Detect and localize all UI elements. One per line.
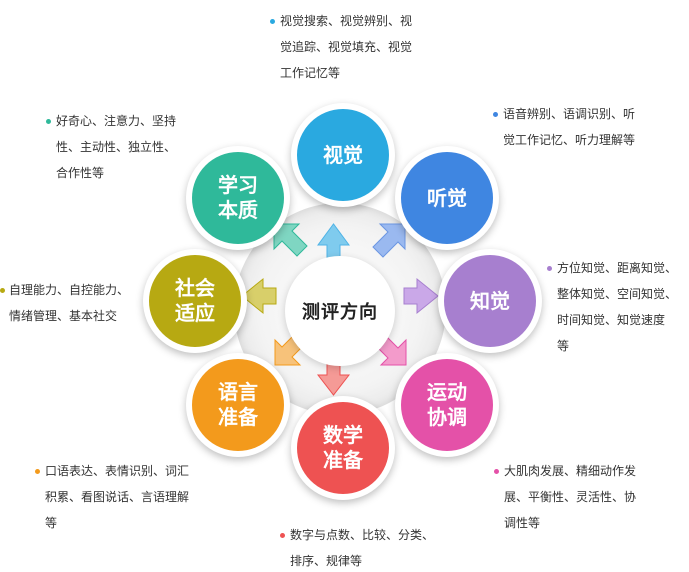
node-language-disk: 语言 准备 (192, 359, 284, 451)
node-perception-disk: 知觉 (444, 255, 536, 347)
node-hearing: 听觉 (395, 146, 499, 250)
desc-vision: 视觉搜索、视觉辨别、视 觉追踪、视觉填充、视觉 工作记忆等 (270, 8, 450, 86)
desc-language: 口语表达、表情识别、词汇 积累、看图说话、言语理解 等 (35, 458, 220, 536)
bullet-dot-icon (493, 112, 498, 117)
bullet-dot-icon (46, 119, 51, 124)
node-learning-disk: 学习 本质 (192, 152, 284, 244)
node-perception-label: 知觉 (470, 288, 510, 313)
desc-motor: 大肌肉发展、精细动作发 展、平衡性、灵活性、协 调性等 (494, 458, 674, 536)
node-motor-label: 运动 协调 (427, 380, 467, 429)
node-vision-label: 视觉 (323, 142, 363, 167)
node-vision: 视觉 (291, 103, 395, 207)
bullet-dot-icon (280, 533, 285, 538)
node-math: 数学 准备 (291, 396, 395, 500)
desc-hearing: 语音辨别、语调识别、听 觉工作记忆、听力理解等 (493, 101, 673, 153)
desc-hearing-text: 语音辨别、语调识别、听 觉工作记忆、听力理解等 (503, 107, 636, 147)
desc-social-text: 自理能力、自控能力、 情绪管理、基本社交 (9, 283, 130, 323)
arrow-up-icon (317, 223, 350, 259)
desc-language-text: 口语表达、表情识别、词汇 积累、看图说话、言语理解 等 (45, 464, 190, 530)
desc-learning: 好奇心、注意力、坚持 性、主动性、独立性、 合作性等 (46, 108, 206, 186)
node-hearing-disk: 听觉 (401, 152, 493, 244)
desc-vision-text: 视觉搜索、视觉辨别、视 觉追踪、视觉填充、视觉 工作记忆等 (280, 14, 413, 80)
node-perception: 知觉 (438, 249, 542, 353)
desc-perception-text: 方位知觉、距离知觉、 整体知觉、空间知觉、 时间知觉、知觉速度 等 (557, 261, 678, 353)
node-learning: 学习 本质 (186, 146, 290, 250)
bullet-dot-icon (494, 469, 499, 474)
arrow-up-right-icon (372, 223, 406, 258)
desc-motor-text: 大肌肉发展、精细动作发 展、平衡性、灵活性、协 调性等 (504, 464, 637, 530)
desc-learning-text: 好奇心、注意力、坚持 性、主动性、独立性、 合作性等 (56, 114, 177, 180)
node-language-label: 语言 准备 (218, 380, 258, 429)
desc-perception: 方位知觉、距离知觉、 整体知觉、空间知觉、 时间知觉、知觉速度 等 (547, 255, 689, 359)
arrow-right-icon (403, 277, 439, 315)
bullet-dot-icon (270, 19, 275, 24)
bullet-dot-icon (0, 288, 5, 293)
node-social-label: 社会 适应 (175, 276, 215, 325)
arrow-left-icon (241, 277, 277, 315)
desc-social: 自理能力、自控能力、 情绪管理、基本社交 (0, 277, 149, 329)
node-social-disk: 社会 适应 (149, 255, 241, 347)
node-vision-disk: 视觉 (297, 109, 389, 201)
bullet-dot-icon (547, 266, 552, 271)
node-math-label: 数学 准备 (323, 423, 363, 472)
node-social: 社会 适应 (143, 249, 247, 353)
node-math-disk: 数学 准备 (297, 402, 389, 494)
node-language: 语言 准备 (186, 353, 290, 457)
desc-math-text: 数字与点数、比较、分类、 排序、规律等 (290, 528, 435, 568)
node-hearing-label: 听觉 (427, 185, 467, 210)
bullet-dot-icon (35, 469, 40, 474)
node-motor-disk: 运动 协调 (401, 359, 493, 451)
desc-math: 数字与点数、比较、分类、 排序、规律等 (280, 522, 460, 572)
arrow-down-icon (316, 361, 351, 396)
center-label: 测评方向 (285, 256, 395, 366)
node-motor: 运动 协调 (395, 353, 499, 457)
node-learning-label: 学习 本质 (218, 173, 258, 222)
